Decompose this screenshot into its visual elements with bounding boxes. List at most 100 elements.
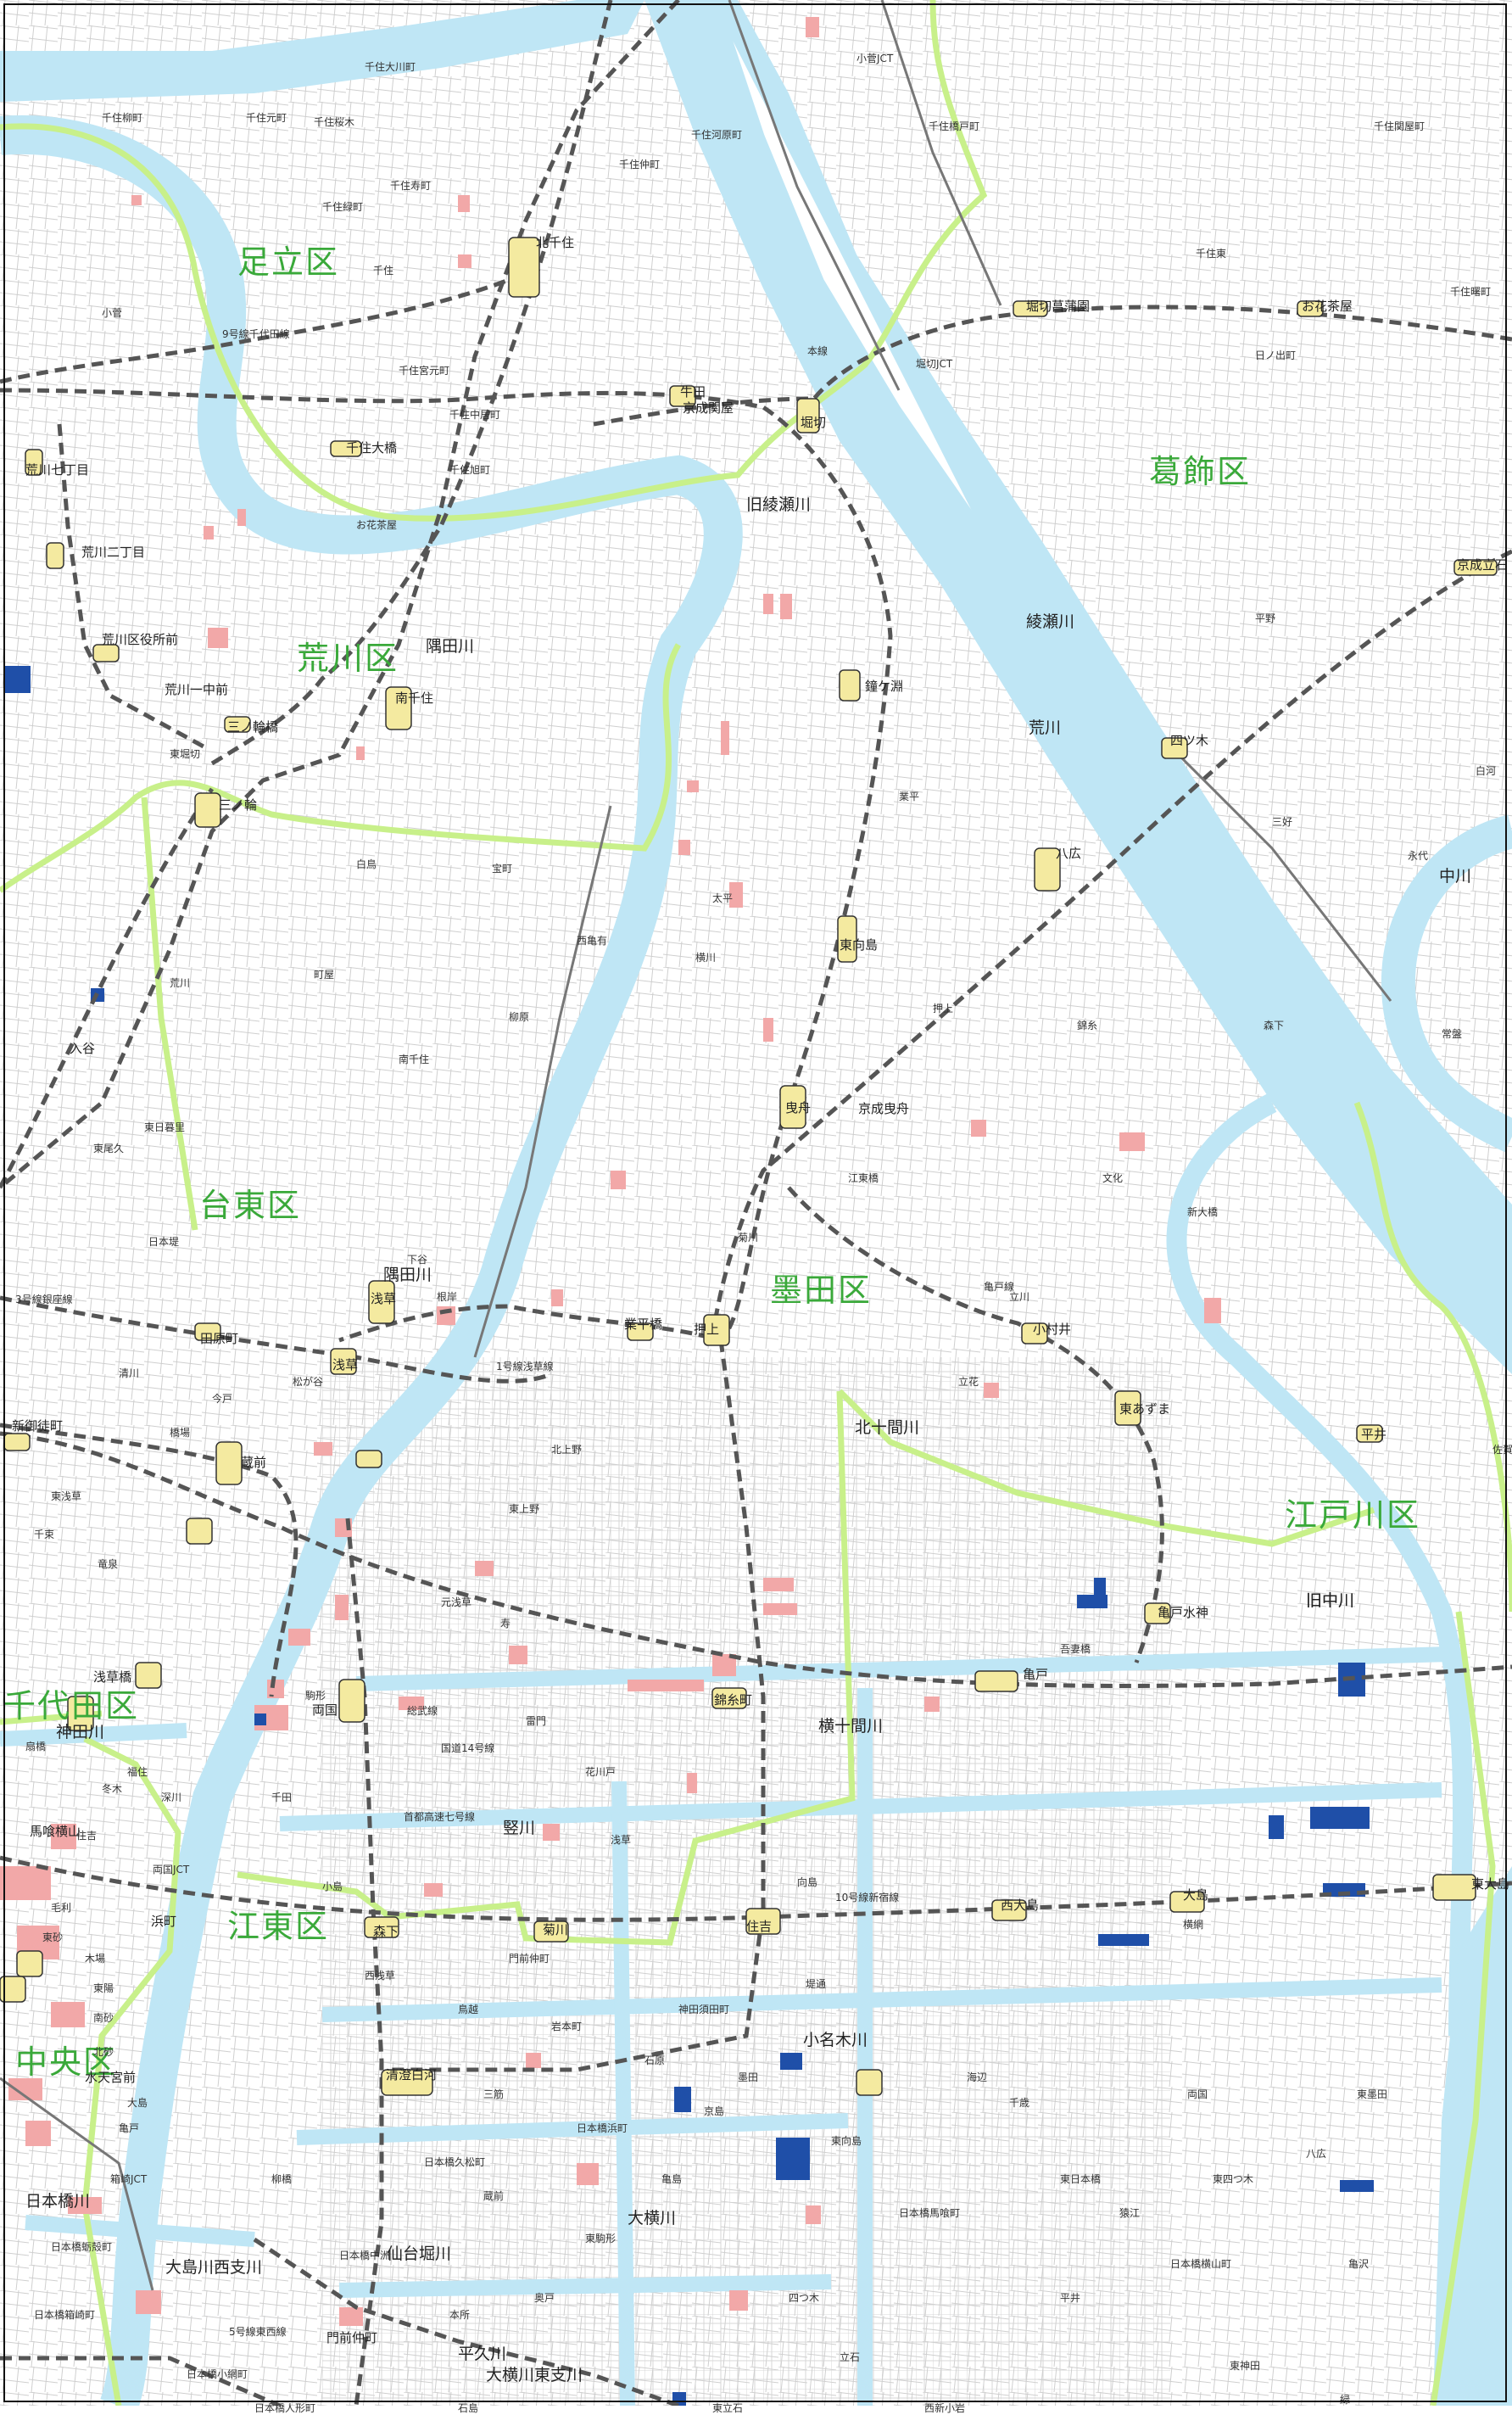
town-label: 千住大川町 [365, 61, 416, 73]
town-label: 千住河原町 [691, 129, 743, 141]
river-label-arakawa: 荒川 [1029, 718, 1062, 737]
railway-asakusa [0, 1423, 298, 1697]
town-label: 竜泉 [98, 1558, 119, 1570]
jct-label-horikiri: 堀切JCT [916, 358, 953, 370]
station-label-asakusa: 浅草 [371, 1291, 397, 1306]
town-label: 千住 [373, 265, 394, 277]
railway-oedo [345, 1518, 384, 2406]
town-label: 業平 [899, 791, 920, 802]
station-label-keisei-sekiya: 京成関屋 [683, 400, 734, 416]
station-label-minamisenju: 南千住 [395, 690, 434, 706]
town-label: 千田 [271, 1792, 293, 1803]
railway-sobu [0, 1431, 1512, 1688]
town-label: 福住 [127, 1766, 148, 1778]
town-label: 日本橋浜町 [577, 2122, 628, 2134]
route-label-chiyoda: 9号線千代田線 [222, 328, 290, 340]
town-label: 日本橋人形町 [254, 2402, 316, 2414]
town-label: 猿江 [1119, 2207, 1141, 2219]
town-label: 文化 [1102, 1172, 1124, 1184]
station-label-arakawa-1: 荒川一中前 [165, 682, 229, 697]
station-label-horikiri: 堀切 [801, 415, 827, 430]
town-label: 平野 [1255, 612, 1276, 624]
town-label: 宝町 [492, 863, 513, 875]
route-label-sobu: 総武線 [407, 1705, 438, 1717]
town-label: 東浅草 [51, 1490, 82, 1502]
town-label: 北砂 [93, 2046, 114, 2058]
town-label: 千束 [34, 1529, 55, 1540]
town-label: 江東橋 [848, 1172, 879, 1184]
town-label: 緑 [1340, 2394, 1351, 2406]
town-label: 向島 [797, 1876, 818, 1888]
town-label: 雷門 [526, 1715, 547, 1727]
jct-label-hakozaki: 箱崎JCT [110, 2173, 148, 2185]
railway-hibiya [0, 787, 215, 1189]
town-label: 白河 [1476, 765, 1497, 777]
town-label: 横網 [1183, 1919, 1204, 1931]
railway-nw-loop [210, 0, 613, 766]
town-label: 本所 [449, 2309, 471, 2321]
town-label: 墨田 [738, 2071, 759, 2083]
town-label: 平井 [1060, 2292, 1081, 2304]
town-label: 町屋 [314, 969, 335, 981]
station-label-higashimukojima: 東向島 [840, 937, 879, 953]
town-label: 花川戸 [585, 1766, 617, 1778]
station-label-horikiri-shobuen: 堀切菖蒲園 [1026, 299, 1091, 314]
river-label-heikyugawa: 平久川 [458, 2345, 507, 2363]
ward-label-chiyoda: 千代田区 [3, 1687, 140, 1725]
town-label: 三好 [1272, 816, 1293, 828]
town-label: 日本橋中洲 [339, 2250, 391, 2261]
station-label-higashi-ojima: 東大島 [1471, 1876, 1510, 1892]
town-label: 日本橋久松町 [424, 2156, 486, 2168]
town-label: 日本堤 [148, 1236, 180, 1248]
town-label: 鳥越 [458, 2004, 479, 2015]
town-label: お花茶屋 [356, 519, 398, 531]
sumidagawa-river [0, 115, 743, 2406]
route-label-shinjuku: 10号線新宿線 [835, 1892, 900, 1903]
town-label: 横川 [695, 952, 717, 964]
station-label-hamacho: 浜町 [151, 1914, 177, 1929]
route-label-shuto-7: 首都高速七号線 [404, 1811, 476, 1823]
station-label-narihirabashi: 業平橋 [624, 1317, 663, 1332]
town-label: 千住宮元町 [399, 365, 450, 377]
town-label: 今戸 [212, 1393, 233, 1405]
town-label: 東日本橋 [1060, 2173, 1102, 2185]
river-label-oyokogawa: 大横川 [628, 2209, 677, 2228]
town-label: 下谷 [407, 1254, 428, 1266]
ward-label-sumida: 墨田区 [770, 1272, 873, 1309]
railway-isesaki [0, 388, 893, 1343]
station-label-kameido-suijin: 亀戸水神 [1158, 1605, 1209, 1620]
station-label-minowa: 三ノ輪 [219, 797, 258, 813]
town-label: 堤通 [806, 1978, 827, 1990]
arakawa-upper [0, 0, 644, 102]
town-label: 京島 [704, 2105, 725, 2117]
facilities [5, 666, 1374, 2406]
river-label-nakagawa: 中川 [1439, 867, 1472, 886]
railway-kameido [787, 1186, 1164, 1663]
station-label-kitasenju: 北千住 [536, 235, 575, 250]
town-label: 佐賀 [1492, 1444, 1512, 1456]
station-label-senju-ohashi: 千住大橋 [346, 440, 398, 456]
station-label-oshiage: 押上 [694, 1322, 720, 1337]
highlighted-buildings [0, 17, 1221, 2326]
town-label: 柳原 [509, 1011, 530, 1023]
station-label-minowabashi: 三ノ輪橋 [227, 719, 279, 735]
railway-joban [0, 0, 680, 1189]
town-label: 菊川 [738, 1232, 759, 1244]
town-label: 荒川 [170, 977, 191, 989]
town-label: 海辺 [967, 2071, 988, 2083]
ward-label-taito: 台東区 [199, 1187, 302, 1224]
town-label: 千住中居町 [449, 409, 501, 421]
town-label: 千住東 [1196, 248, 1227, 260]
town-label: 岩本町 [551, 2021, 583, 2032]
town-label: 寿 [500, 1618, 511, 1630]
river-label-kyu-ayasegawa: 旧綾瀬川 [746, 495, 812, 514]
town-label: 四つ木 [789, 2292, 820, 2304]
railway-shuto [0, 2356, 281, 2406]
town-label: 日本橋箱崎町 [34, 2309, 96, 2321]
station-label-morishita: 森下 [373, 1924, 399, 1939]
town-label: 太平 [712, 892, 734, 904]
town-label: 西亀有 [577, 935, 608, 947]
town-label: 日本橋蛎殻町 [51, 2241, 113, 2253]
town-label: 千住関屋町 [1374, 120, 1426, 132]
